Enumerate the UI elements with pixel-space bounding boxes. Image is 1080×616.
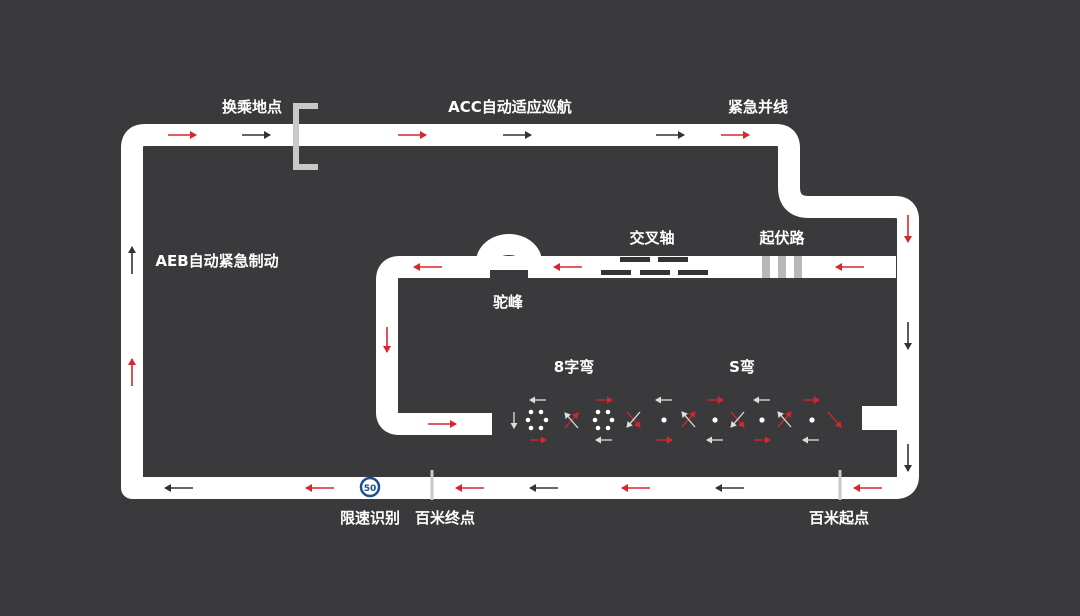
label-s-curve: S弯 [729,358,755,376]
label-emergency-merge: 紧急并线 [728,98,788,116]
label-hundred-meter-end: 百米终点 [415,509,475,527]
outer-loop-track [121,124,919,499]
maneuver-area [510,396,842,444]
camel-hump-opening [490,270,528,278]
right-pocket [862,406,898,430]
label-speed-limit-recognition: 限速识别 [340,509,400,527]
label-acc: ACC自动适应巡航 [448,98,572,116]
undulating-road-stripes [762,256,802,278]
label-cross-axle: 交叉轴 [629,229,674,247]
s-curve-cones [661,417,815,423]
figure-eight-cones [525,409,615,431]
label-transfer-point: 换乘地点 [222,98,282,116]
label-aeb: AEB自动紧急制动 [155,252,278,270]
transfer-gate [293,103,318,170]
maneuver-arrows [510,396,842,444]
speed-limit-value: 50 [364,484,377,494]
direction-arrows [128,131,912,492]
label-undulating-road: 起伏路 [758,229,805,247]
speed-limit-sign: 50 [359,476,381,498]
labels: 换乘地点 ACC自动适应巡航 紧急并线 AEB自动紧急制动 交叉轴 起伏路 驼峰… [155,98,869,527]
label-figure-eight: 8字弯 [554,358,594,376]
cross-axle-blocks [601,257,708,275]
label-hundred-meter-start: 百米起点 [809,509,869,527]
camel-hump [476,234,542,270]
label-camel-hump: 驼峰 [493,293,524,311]
